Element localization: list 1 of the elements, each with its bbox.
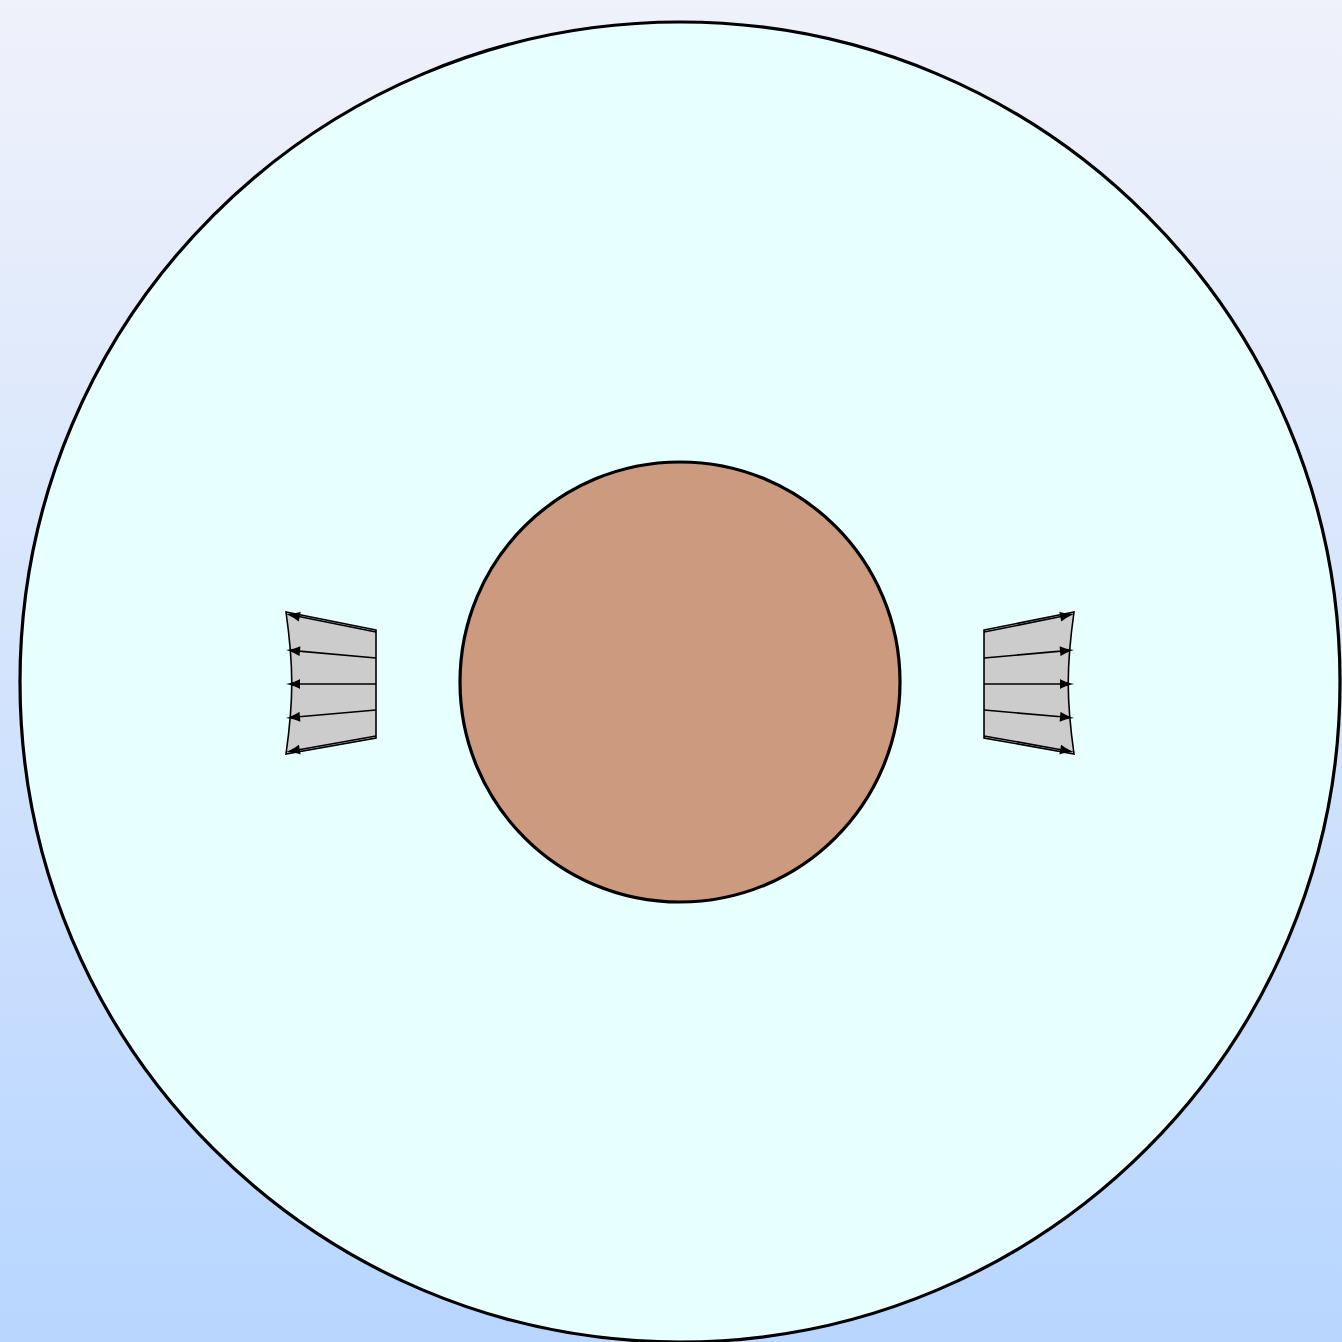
core-circle <box>458 460 902 904</box>
